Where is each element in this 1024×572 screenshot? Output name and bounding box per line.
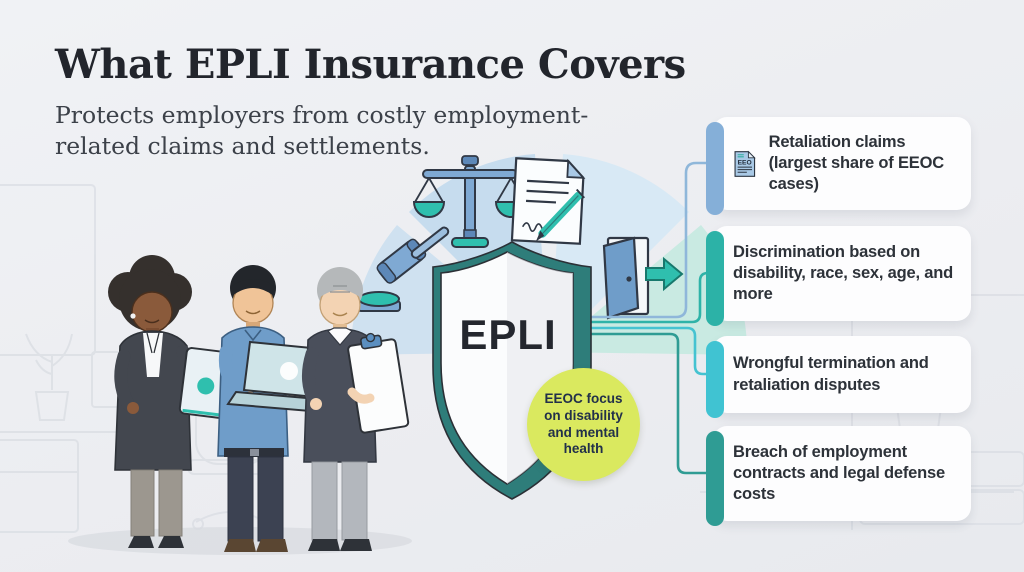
card-label: Breach of employment contracts and legal… [733, 442, 945, 504]
card-accent [706, 431, 724, 526]
woman-figure [108, 255, 235, 548]
connector-line-4 [505, 332, 716, 475]
people-illustration [68, 255, 412, 555]
shield-label: EPLI [459, 311, 557, 358]
card-accent [706, 231, 724, 326]
card-label: Wrongful termination and retaliation dis… [733, 354, 929, 394]
card-label: Retaliation claims (largest share of EEO… [768, 132, 945, 194]
signed-contract-icon [510, 157, 586, 245]
card-label: Discrimination based on disability, race… [733, 242, 954, 304]
eeoc-focus-badge: EEOC focus on disability and mental heal… [527, 368, 640, 481]
older-man-figure [302, 267, 410, 551]
card-breach-of-contracts: Breach of employment contracts and legal… [706, 426, 971, 526]
page-subtitle: Protects employers from costly employmen… [55, 101, 589, 161]
card-accent [706, 341, 724, 418]
connector-line-3 [505, 326, 716, 376]
header: What EPLI Insurance Covers Protects empl… [55, 44, 686, 162]
gavel-icon [357, 226, 450, 312]
card-discrimination: Discrimination based on disability, race… [706, 226, 971, 326]
connector-line-2 [505, 271, 716, 324]
svg-text:EEO: EEO [738, 159, 752, 166]
connector-line-1 [505, 161, 716, 319]
card-accent [706, 122, 724, 215]
connector-lines [505, 161, 716, 475]
page-title: What EPLI Insurance Covers [55, 41, 686, 88]
exit-door-icon [602, 236, 684, 320]
scales-of-justice-icon [412, 155, 528, 248]
card-retaliation-claims: EEO Retaliation claims (largest share of… [706, 117, 971, 215]
card-wrongful-termination: Wrongful termination and retaliation dis… [706, 336, 971, 418]
eeo-document-icon: EEO [734, 150, 756, 177]
